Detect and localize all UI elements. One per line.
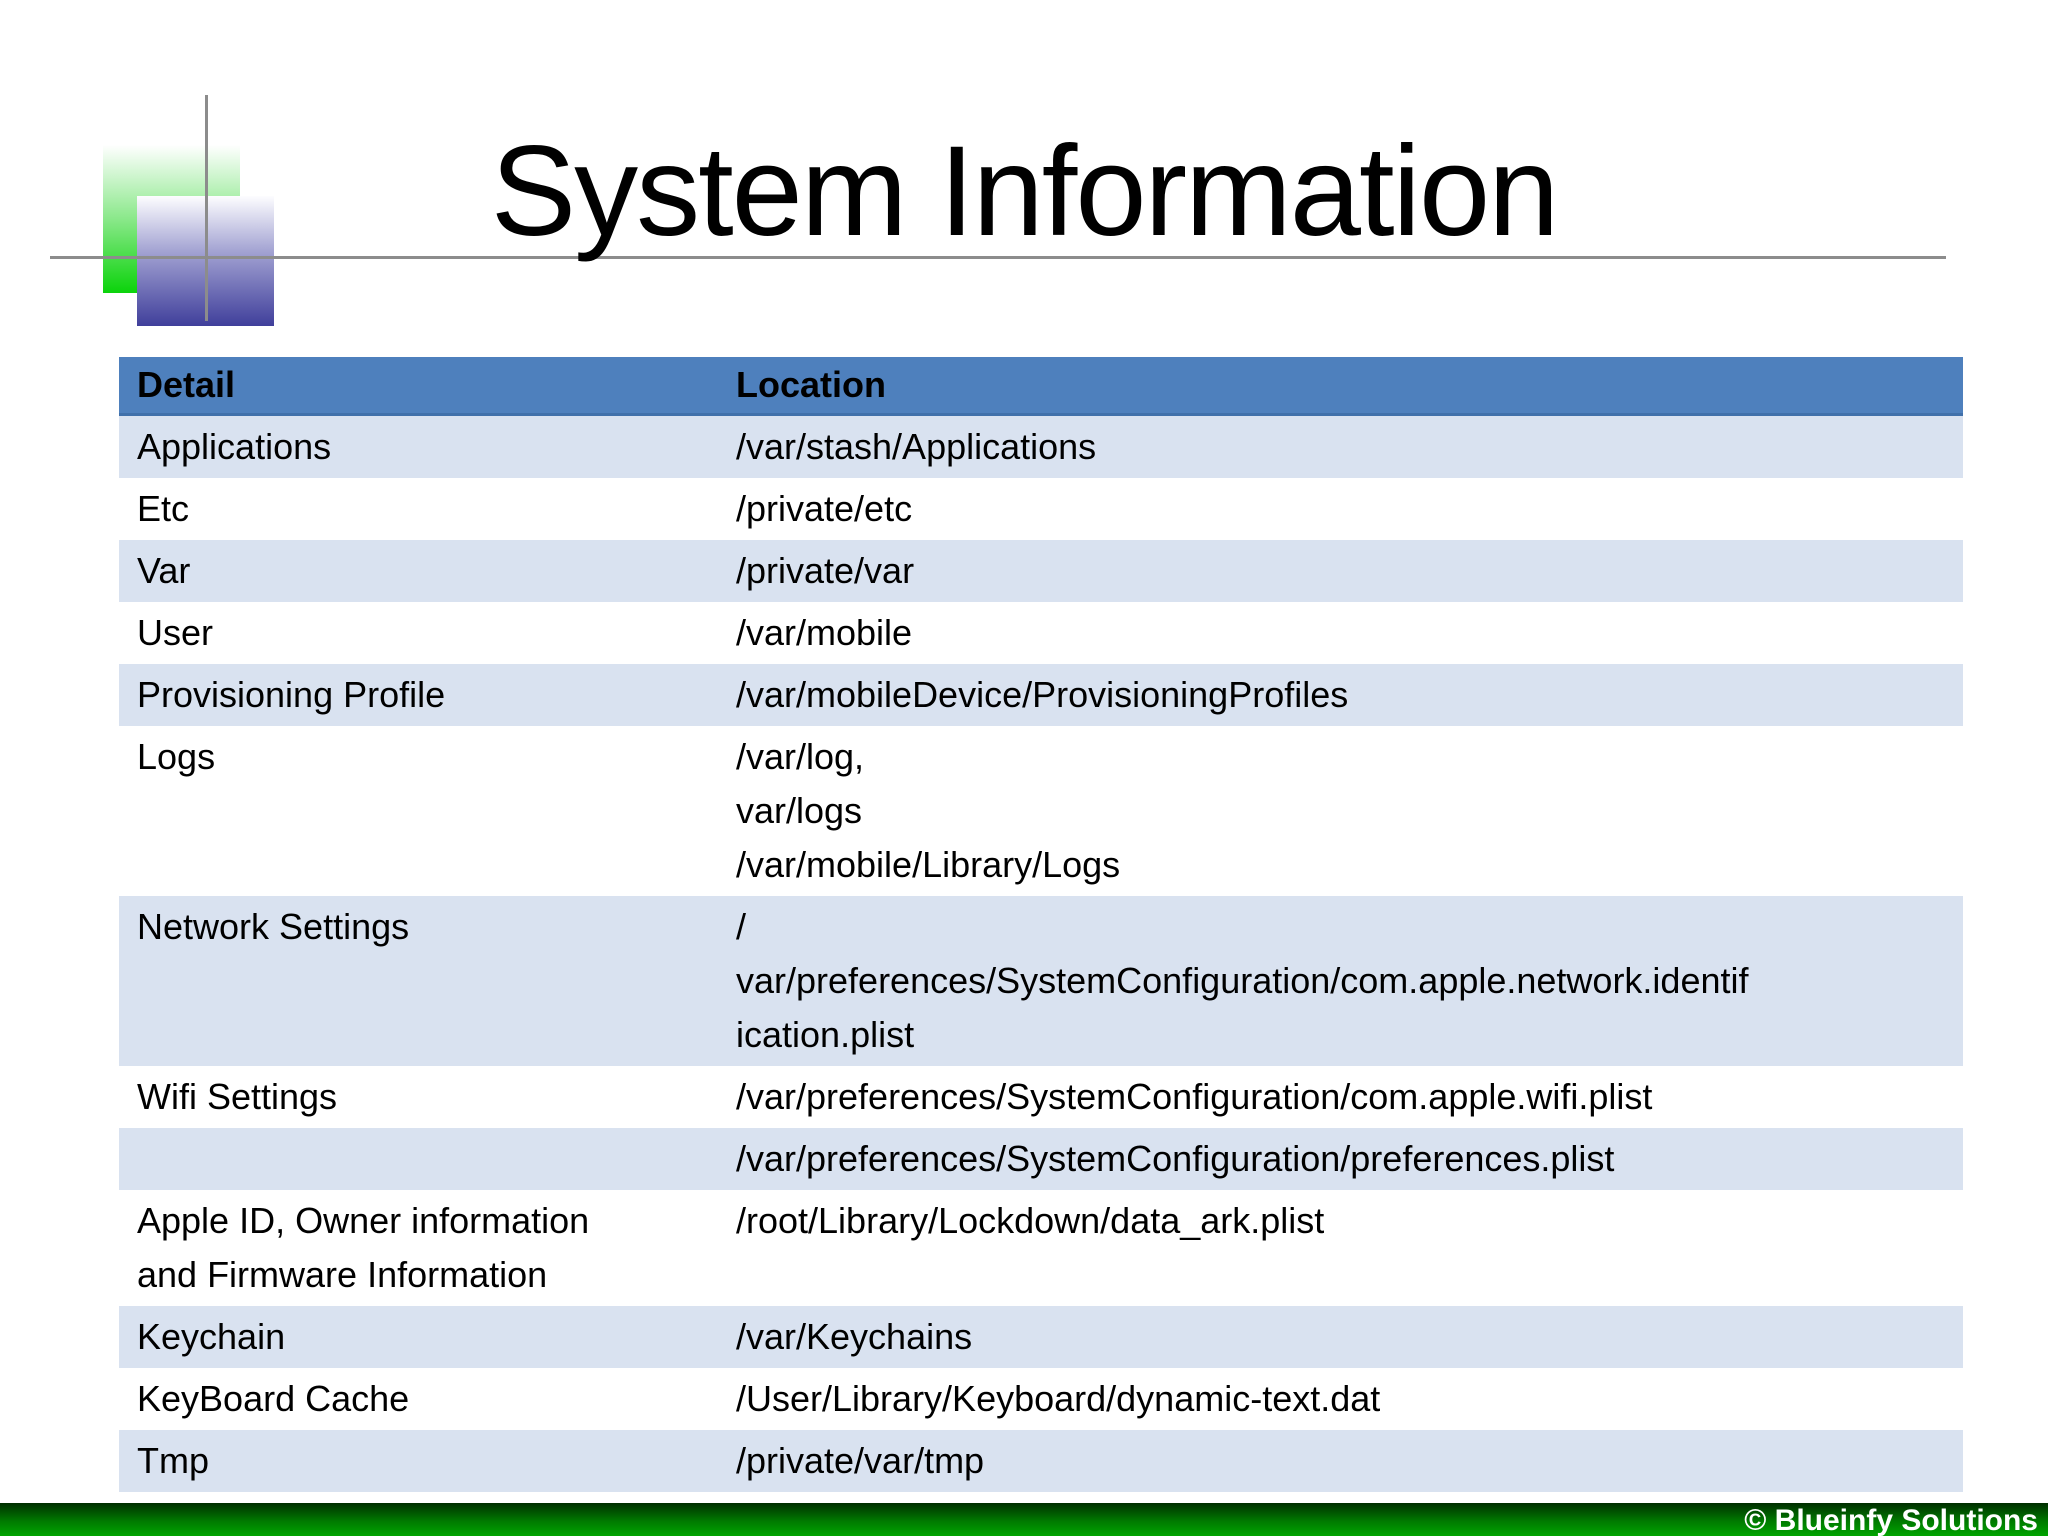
detail-cell: Wifi Settings	[119, 1066, 718, 1128]
location-cell: / var/preferences/SystemConfiguration/co…	[718, 896, 1963, 1066]
location-cell: /var/log, var/logs /var/mobile/Library/L…	[718, 726, 1963, 896]
table-row: Provisioning Profile /var/mobileDevice/P…	[119, 664, 1963, 726]
table-row: Etc /private/etc	[119, 478, 1963, 540]
detail-cell: Keychain	[119, 1306, 718, 1368]
table-row: /var/preferences/SystemConfiguration/pre…	[119, 1128, 1963, 1190]
title-underline-rule	[50, 256, 1946, 259]
detail-cell: Etc	[119, 478, 718, 540]
table-row: Keychain /var/Keychains	[119, 1306, 1963, 1368]
footer-bar: © Blueinfy Solutions	[0, 1503, 2048, 1537]
detail-cell: Var	[119, 540, 718, 602]
table-row: Tmp /private/var/tmp	[119, 1430, 1963, 1492]
location-cell: /User/Library/Keyboard/dynamic-text.dat	[718, 1368, 1963, 1430]
detail-cell: Tmp	[119, 1430, 718, 1492]
detail-cell: Apple ID, Owner information and Firmware…	[119, 1190, 718, 1306]
detail-cell: KeyBoard Cache	[119, 1368, 718, 1430]
table-row: Logs /var/log, var/logs /var/mobile/Libr…	[119, 726, 1963, 896]
table-row: Var /private/var	[119, 540, 1963, 602]
detail-cell: Applications	[119, 414, 718, 478]
location-cell: /var/mobile	[718, 602, 1963, 664]
location-cell: /var/preferences/SystemConfiguration/pre…	[718, 1128, 1963, 1190]
location-cell: /var/stash/Applications	[718, 414, 1963, 478]
table-header-row: Detail Location	[119, 357, 1963, 416]
table-row: Apple ID, Owner information and Firmware…	[119, 1190, 1963, 1306]
table-row: KeyBoard Cache /User/Library/Keyboard/dy…	[119, 1368, 1963, 1430]
location-cell: /root/Library/Lockdown/data_ark.plist	[718, 1190, 1963, 1306]
location-cell: /var/preferences/SystemConfiguration/com…	[718, 1066, 1963, 1128]
location-cell: /var/Keychains	[718, 1306, 1963, 1368]
table-row: User /var/mobile	[119, 602, 1963, 664]
detail-cell: Provisioning Profile	[119, 664, 718, 726]
table-row: Network Settings / var/preferences/Syste…	[119, 896, 1963, 1066]
column-header-location: Location	[718, 357, 1963, 416]
location-cell: /private/etc	[718, 478, 1963, 540]
location-cell: /private/var/tmp	[718, 1430, 1963, 1492]
table-row: Wifi Settings /var/preferences/SystemCon…	[119, 1066, 1963, 1128]
logo-crosshair-vertical-line	[205, 95, 208, 321]
copyright-text: © Blueinfy Solutions	[1744, 1504, 2038, 1537]
detail-cell: Network Settings	[119, 896, 718, 1066]
location-cell: /var/mobileDevice/ProvisioningProfiles	[718, 664, 1963, 726]
column-header-detail: Detail	[119, 357, 718, 416]
table-row: Applications /var/stash/Applications	[119, 414, 1963, 478]
system-information-table: Detail Location Applications /var/stash/…	[119, 357, 1963, 1492]
detail-cell: Logs	[119, 726, 718, 896]
page-title: System Information	[490, 120, 1560, 263]
location-cell: /private/var	[718, 540, 1963, 602]
detail-cell: User	[119, 602, 718, 664]
detail-cell	[119, 1128, 718, 1190]
